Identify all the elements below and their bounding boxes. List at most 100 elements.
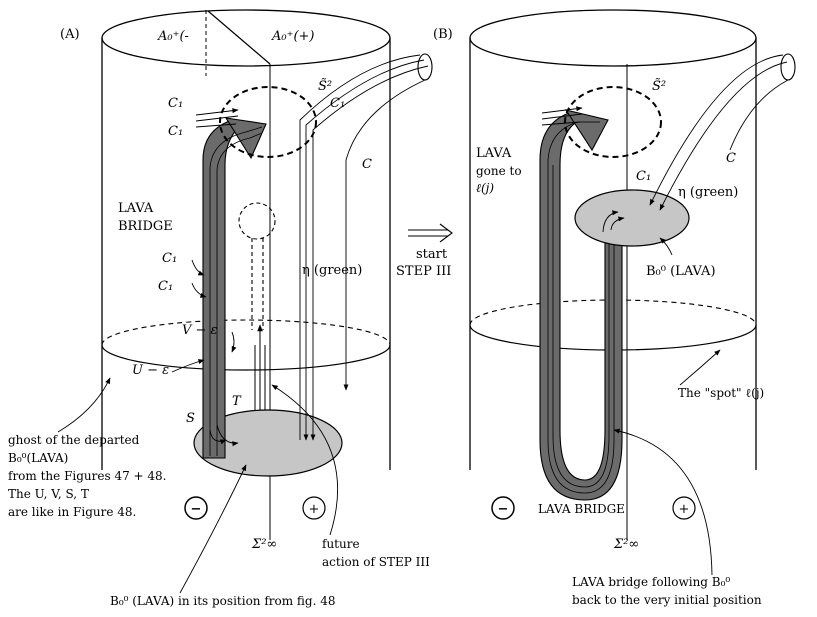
future-text-1: future bbox=[322, 537, 360, 551]
cylinder-a-diagonal bbox=[207, 10, 271, 65]
label-s: S bbox=[186, 411, 195, 426]
bottom-caption-a: B₀⁰ (LAVA) in its position from fig. 48 bbox=[110, 594, 336, 608]
v-eps-leader bbox=[231, 331, 237, 353]
follow-leader bbox=[613, 428, 713, 576]
panel-b-tag: (B) bbox=[433, 27, 453, 42]
label-c1-mid-2: C₁ bbox=[158, 279, 173, 294]
lava-gone-text-1: LAVA bbox=[476, 146, 512, 161]
future-leader bbox=[271, 384, 338, 536]
plus-sign-a: + bbox=[309, 502, 320, 517]
lava-bridge-arrowhead-a bbox=[224, 117, 267, 160]
sphere-s2-a bbox=[219, 86, 317, 158]
ghost-text-5: are like in Figure 48. bbox=[8, 505, 136, 519]
eta-line-b1 bbox=[649, 54, 784, 206]
label-c1-mid-1: C₁ bbox=[162, 251, 177, 266]
label-spot: The "spot" ℓ(j) bbox=[678, 386, 764, 400]
minus-sign-b: − bbox=[498, 502, 509, 517]
label-eta-green-b: η (green) bbox=[678, 185, 738, 200]
future-text-2: action of STEP III bbox=[322, 555, 430, 569]
lava-disk-b bbox=[574, 189, 690, 247]
lava-gone-text-3: ℓ(j) bbox=[476, 181, 494, 195]
label-s2-a: S̃² bbox=[318, 78, 332, 94]
c1-line-band-2 bbox=[216, 132, 263, 456]
band-b-line-3 bbox=[552, 165, 610, 488]
cylinder-b-top bbox=[469, 9, 757, 67]
minus-sign-a: − bbox=[191, 502, 202, 517]
bpl-leader bbox=[659, 237, 673, 256]
ghost-text-3: from the Figures 47 + 48. bbox=[8, 469, 166, 483]
arrow-start-text: start bbox=[416, 247, 448, 262]
lava-bridge-u-b bbox=[539, 111, 623, 501]
u-eps-leader bbox=[171, 359, 205, 373]
c1-top-line-1 bbox=[195, 108, 239, 116]
minus-circle-a bbox=[184, 496, 208, 520]
label-c-a: C bbox=[362, 157, 372, 172]
c1-line-band-arrow-2 bbox=[216, 424, 239, 447]
c-line-b bbox=[729, 79, 789, 151]
implication-head bbox=[439, 223, 453, 243]
sphere-s2-b bbox=[564, 86, 662, 158]
label-lava-bridge-2: BRIDGE bbox=[118, 219, 173, 234]
tube-opening-b bbox=[780, 53, 796, 81]
small-dashed-circle-a bbox=[238, 202, 276, 240]
lava-gone-text-2: gone to bbox=[476, 164, 522, 178]
follow-text-2: back to the very initial position bbox=[572, 593, 762, 607]
lava-bridge-arrowhead-b bbox=[564, 109, 609, 152]
minus-circle-b bbox=[491, 496, 515, 520]
cylinder-a-top bbox=[101, 9, 391, 67]
ghost-text-1: ghost of the departed bbox=[8, 433, 140, 447]
c1-top-line-b2 bbox=[541, 113, 583, 120]
eta-line-1 bbox=[299, 54, 421, 440]
eta-line-2 bbox=[303, 59, 425, 441]
label-bpl-lava: B₀⁰ (LAVA) bbox=[646, 264, 716, 279]
label-c1-right: C₁ bbox=[330, 96, 345, 111]
label-c-b: C bbox=[726, 151, 736, 166]
c1-top-line-b1 bbox=[541, 106, 583, 114]
c1-top-line-2 bbox=[195, 115, 239, 122]
ghost-leader bbox=[57, 377, 111, 433]
implication-arrow bbox=[408, 223, 453, 243]
bottom-leader-a bbox=[179, 464, 247, 594]
level-ellipse-back bbox=[101, 319, 391, 346]
lava-disk-a bbox=[193, 409, 343, 477]
c1-line-band-arrow-1 bbox=[209, 429, 227, 445]
spot-leader bbox=[679, 349, 721, 386]
label-a0-minus: A₀⁺(- bbox=[157, 29, 189, 44]
label-v-eps: V − ε bbox=[182, 323, 218, 338]
c1-top-line-b3 bbox=[541, 121, 581, 126]
label-c1-top-1: C₁ bbox=[168, 96, 183, 111]
label-eta-green-a: η (green) bbox=[302, 263, 362, 278]
label-t: T bbox=[232, 394, 242, 409]
level-ellipse-front bbox=[101, 344, 391, 371]
plus-circle-b bbox=[672, 496, 696, 520]
plus-circle-a bbox=[302, 496, 326, 520]
c1-line-band-1 bbox=[209, 126, 263, 456]
eta-line-b2 bbox=[659, 61, 788, 211]
eta-line-3 bbox=[310, 65, 429, 441]
follow-text-1: LAVA bridge following B₀⁰ bbox=[572, 575, 730, 589]
label-sigma-a: Σ²∞ bbox=[251, 537, 277, 552]
ghost-text-4: The U, V, S, T bbox=[8, 487, 89, 501]
c1-top-line-3 bbox=[195, 123, 237, 128]
c1-mid-leader-1 bbox=[191, 259, 205, 276]
label-lava-bridge-1: LAVA bbox=[118, 201, 154, 216]
c1-mid-leader-2 bbox=[191, 282, 207, 298]
label-s2-b: S̃² bbox=[652, 78, 666, 94]
band-b-arrow-2 bbox=[610, 216, 625, 231]
label-lava-bridge-b: LAVA BRIDGE bbox=[538, 502, 625, 516]
label-a0-plus: A₀⁺(+) bbox=[271, 29, 315, 44]
panel-a bbox=[57, 9, 433, 594]
panel-a-tag: (A) bbox=[60, 27, 80, 42]
label-c1-top-2: C₁ bbox=[168, 124, 183, 139]
panel-b bbox=[469, 9, 796, 576]
band-b-arrow-1 bbox=[602, 210, 619, 233]
label-sigma-b: Σ²∞ bbox=[613, 537, 639, 552]
arrow-step-text: STEP III bbox=[396, 264, 451, 279]
label-c1-b: C₁ bbox=[636, 169, 651, 184]
label-u-eps: U − ε bbox=[132, 363, 169, 378]
ghost-text-2: B₀⁰(LAVA) bbox=[8, 451, 68, 465]
c-line-a bbox=[343, 79, 426, 391]
plus-sign-b: + bbox=[679, 502, 690, 517]
band-b-line-2 bbox=[547, 160, 615, 494]
